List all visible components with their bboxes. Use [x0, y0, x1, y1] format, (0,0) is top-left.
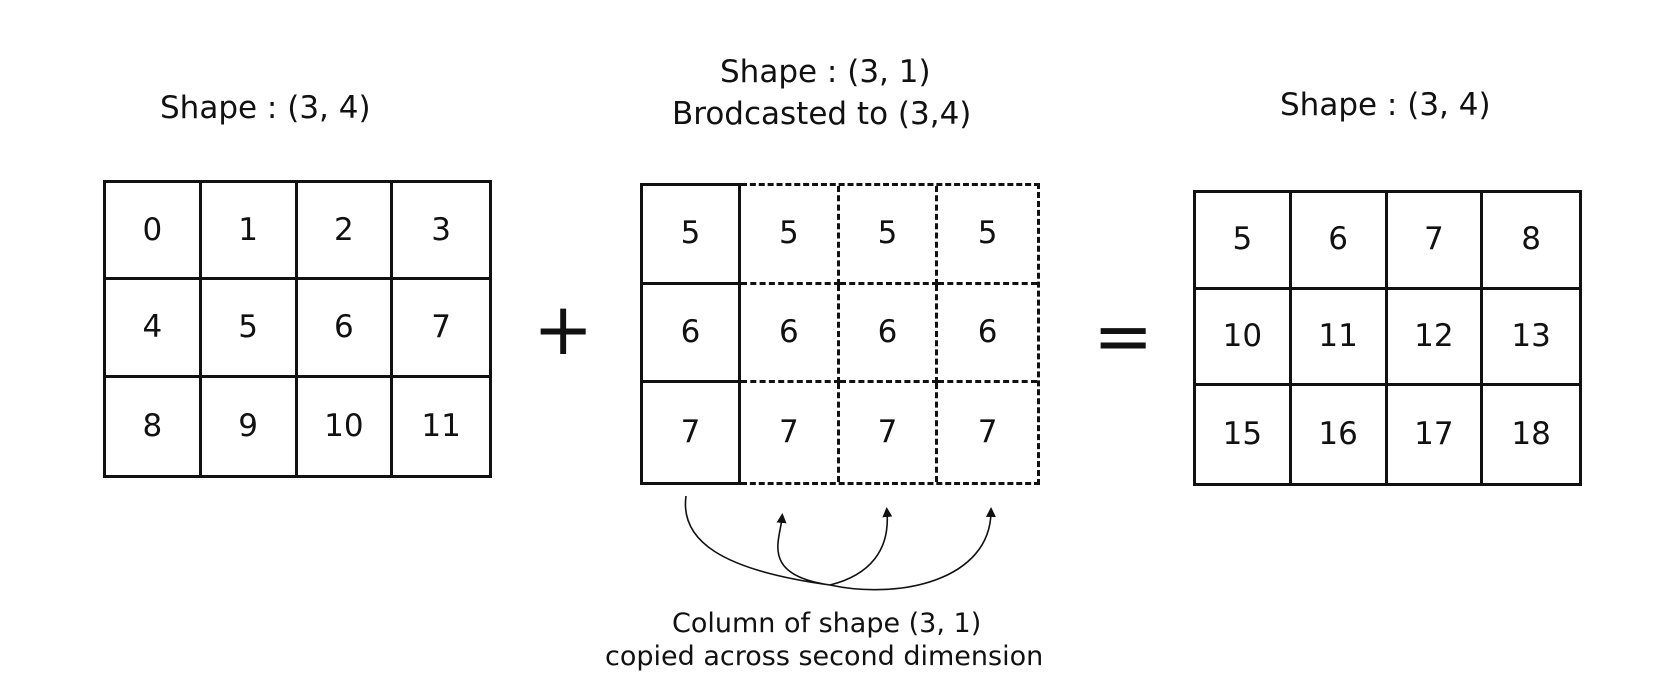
matrix-cell: 10 — [298, 377, 394, 475]
matrix-cell: 7 — [393, 280, 489, 378]
plus-operator: + — [533, 287, 594, 371]
matrix-cell: 8 — [1483, 193, 1579, 290]
matrix-cell: 15 — [1196, 386, 1292, 483]
matrix-cell: 11 — [1291, 289, 1388, 387]
matrix-cell: 1 — [201, 183, 298, 281]
broadcast-cell: 7 — [741, 383, 840, 482]
broadcast-matrix: 5 6 7 5 5 5 6 6 6 7 7 7 — [640, 183, 1040, 485]
matrix-cell: 5 — [201, 280, 298, 378]
matrix-cell: 5 — [1196, 193, 1292, 290]
result-matrix: 5 6 7 8 10 11 12 13 15 16 17 18 — [1193, 190, 1582, 486]
broadcast-cell: 6 — [741, 284, 840, 384]
left-matrix-title: Shape : (3, 4) — [160, 90, 371, 126]
matrix-cell: 18 — [1511, 416, 1551, 453]
copy-arrow-3 — [829, 507, 996, 591]
matrix-cell: 13 — [1483, 290, 1579, 387]
broadcast-cell: 5 — [839, 186, 939, 285]
broadcast-cell: 7 — [977, 414, 998, 451]
equals-operator: = — [1093, 294, 1154, 378]
matrix-cell: 4 — [106, 280, 202, 378]
matrix-cell: 6 — [297, 280, 394, 378]
matrix-cell: 2 — [297, 183, 394, 281]
copy-arrow-2 — [829, 507, 893, 586]
original-column-cell: 5 — [643, 186, 738, 285]
broadcast-copies: 5 5 5 6 6 6 7 7 7 — [741, 183, 1040, 485]
matrix-cell: 11 — [421, 407, 461, 444]
middle-matrix-title-line1: Shape : (3, 1) — [720, 54, 931, 90]
matrix-cell: 16 — [1292, 386, 1388, 483]
left-matrix: 0 1 2 3 4 5 6 7 8 9 10 11 — [103, 180, 492, 478]
middle-matrix-title-line2: Brodcasted to (3,4) — [672, 96, 972, 132]
copy-arrow-1 — [684, 495, 831, 586]
original-column-cell: 6 — [643, 285, 738, 384]
caption-line2: copied across second dimension — [605, 641, 1044, 672]
broadcast-cell: 5 — [938, 186, 1037, 285]
broadcast-cell: 6 — [938, 285, 1037, 384]
original-column: 5 6 7 — [640, 183, 741, 485]
broadcast-cell: 6 — [839, 284, 939, 384]
matrix-cell: 7 — [1387, 193, 1484, 290]
broadcast-cell: 7 — [840, 383, 939, 482]
matrix-cell: 12 — [1387, 289, 1484, 387]
right-matrix-title: Shape : (3, 4) — [1280, 87, 1491, 123]
matrix-cell: 3 — [393, 183, 489, 281]
matrix-cell: 10 — [1196, 289, 1292, 387]
matrix-cell: 17 — [1388, 386, 1484, 483]
matrix-cell: 9 — [202, 377, 298, 475]
broadcast-cell: 5 — [741, 186, 840, 285]
caption-line1: Column of shape (3, 1) — [672, 608, 982, 639]
matrix-cell: 0 — [106, 183, 202, 281]
original-column-cell: 7 — [680, 414, 701, 451]
matrix-cell: 8 — [106, 377, 202, 475]
matrix-cell: 6 — [1291, 193, 1388, 290]
